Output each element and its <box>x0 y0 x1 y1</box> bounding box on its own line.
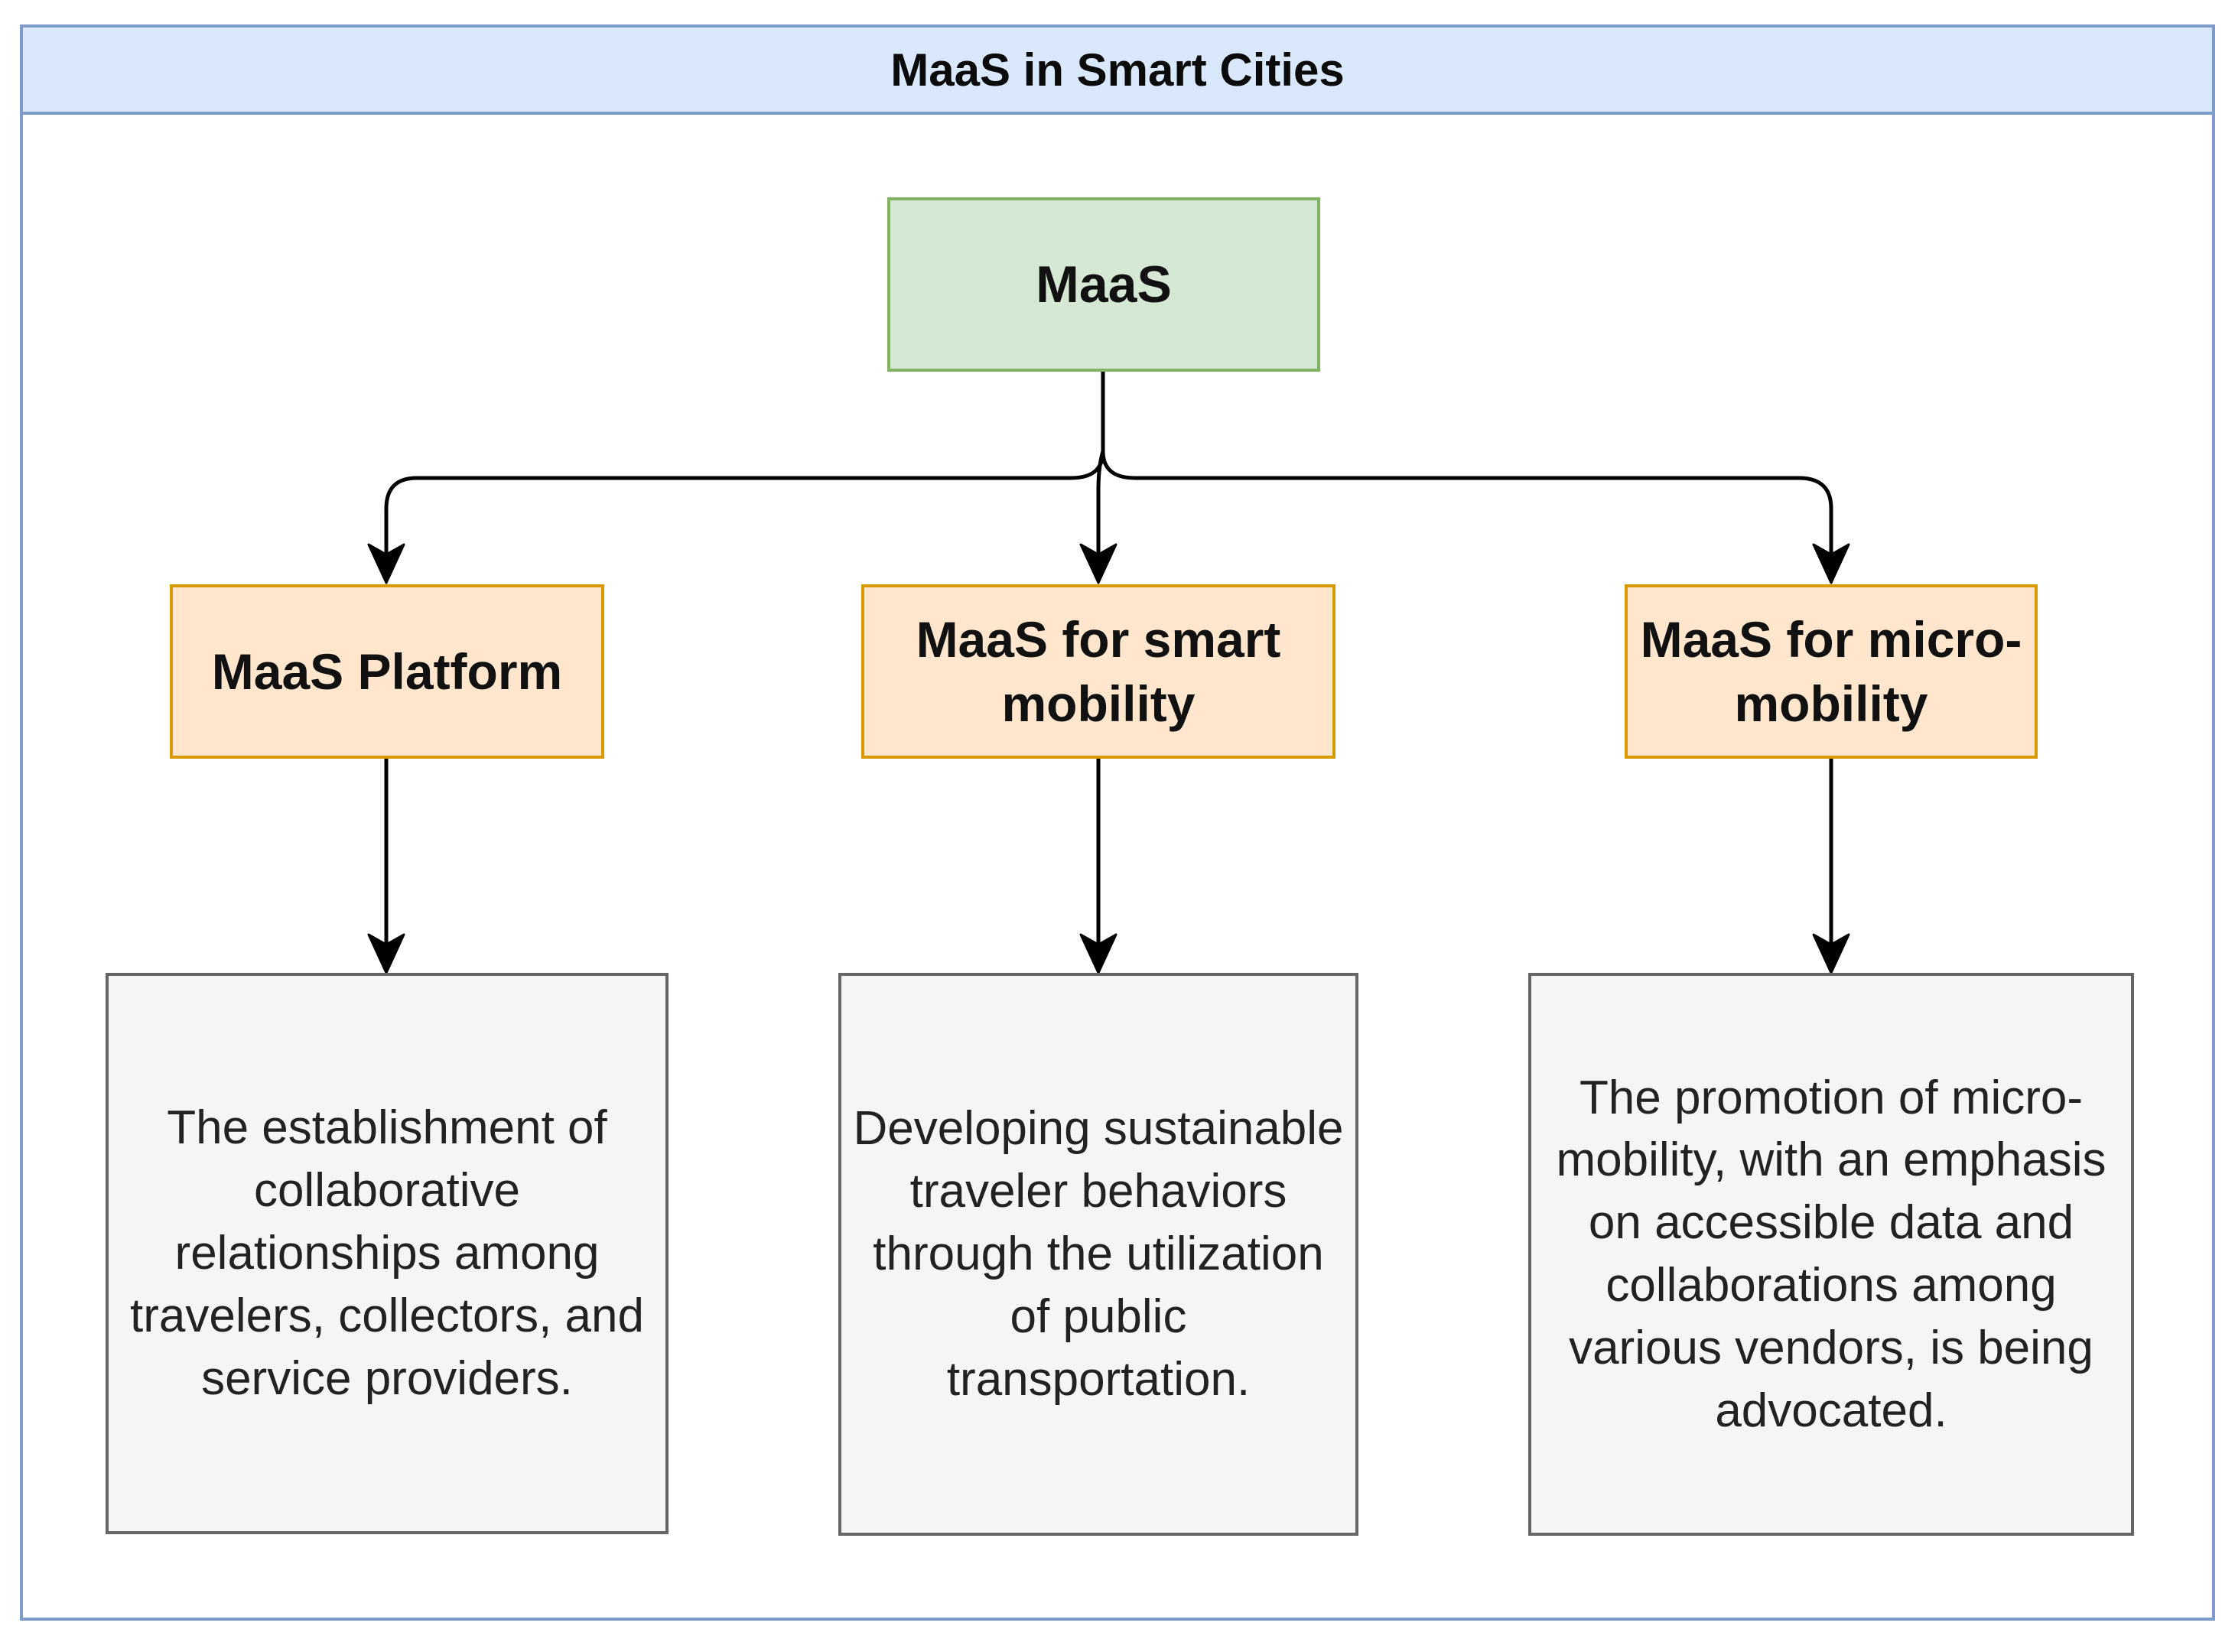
arrowhead-platform <box>367 543 405 584</box>
description-micro-mobility: The promotion of micro-mobility, with an… <box>1528 973 2134 1536</box>
branch-label: MaaS Platform <box>211 642 563 700</box>
description-text: The establishment of collaborative relat… <box>130 1101 644 1405</box>
branch-node-smart-mobility: MaaS for smart mobility <box>861 584 1335 759</box>
frame-header: MaaS in Smart Cities <box>23 28 2212 115</box>
root-label: MaaS <box>1036 255 1172 314</box>
description-platform: The establishment of collaborative relat… <box>106 973 669 1534</box>
description-text: Developing sustainable traveler behavior… <box>853 1102 1344 1406</box>
connector-root-to-platform <box>384 372 1105 572</box>
arrowhead-smart-desc <box>1079 933 1118 974</box>
arrowhead-platform-desc <box>367 933 405 974</box>
branch-label: MaaS for smart mobility <box>916 610 1281 732</box>
branch-label: MaaS for micro-mobility <box>1640 610 2022 732</box>
root-node: MaaS <box>887 197 1320 372</box>
branch-node-micro-mobility: MaaS for micro-mobility <box>1625 584 2038 759</box>
diagram-title: MaaS in Smart Cities <box>890 44 1345 96</box>
description-smart-mobility: Developing sustainable traveler behavior… <box>838 973 1358 1536</box>
arrowhead-micro-mobility <box>1812 543 1850 584</box>
arrowhead-micro-desc <box>1812 933 1850 974</box>
arrowhead-smart-mobility <box>1079 543 1118 584</box>
description-text: The promotion of micro-mobility, with an… <box>1556 1071 2106 1437</box>
connector-root-to-micro-mobility <box>1101 372 1833 572</box>
branch-node-platform: MaaS Platform <box>170 584 604 759</box>
